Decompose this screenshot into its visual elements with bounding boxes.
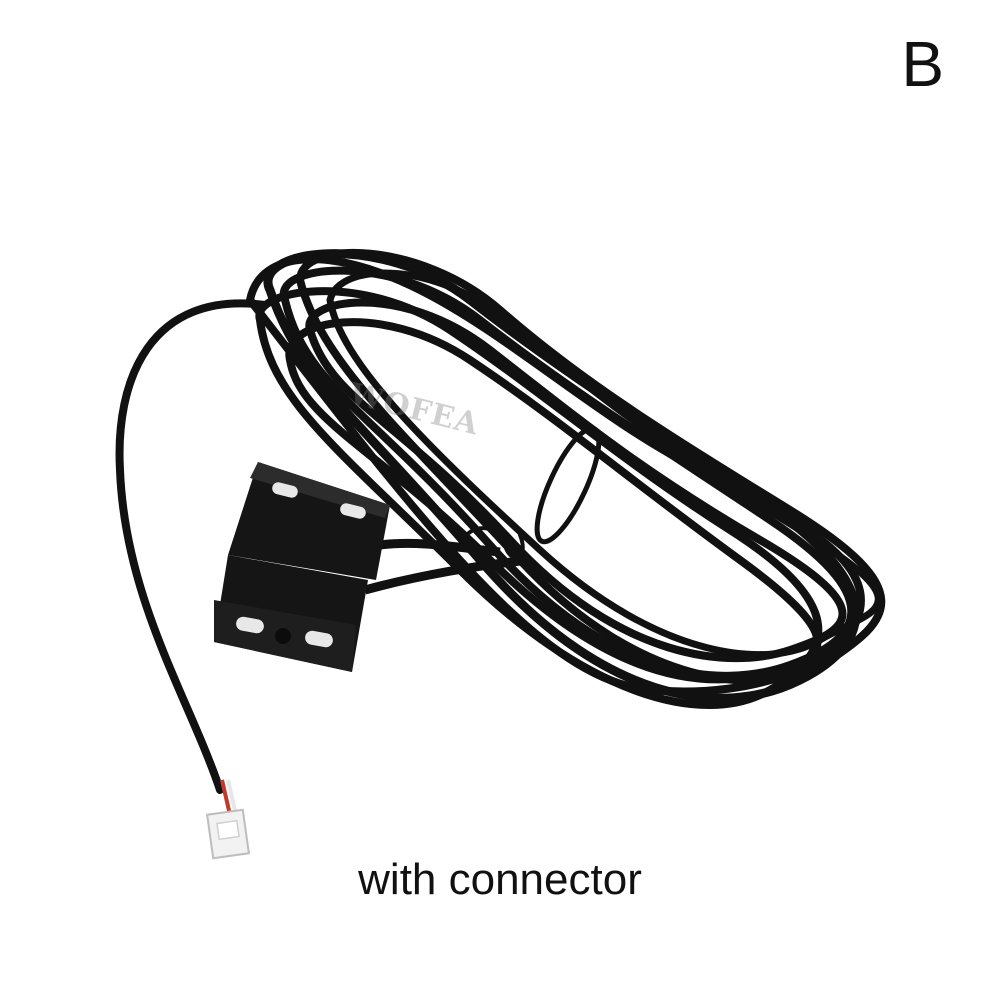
- caption: with connector: [358, 855, 642, 904]
- lead-wire: [115, 299, 269, 794]
- cable-coil: [245, 249, 886, 709]
- sensor-cable-2: [363, 555, 531, 595]
- sensor-cable: [379, 538, 501, 557]
- sensor-magnet-part: [228, 462, 390, 580]
- connector: [205, 779, 251, 860]
- sensor-switch-part: [214, 555, 368, 672]
- variant-label: B: [901, 28, 944, 100]
